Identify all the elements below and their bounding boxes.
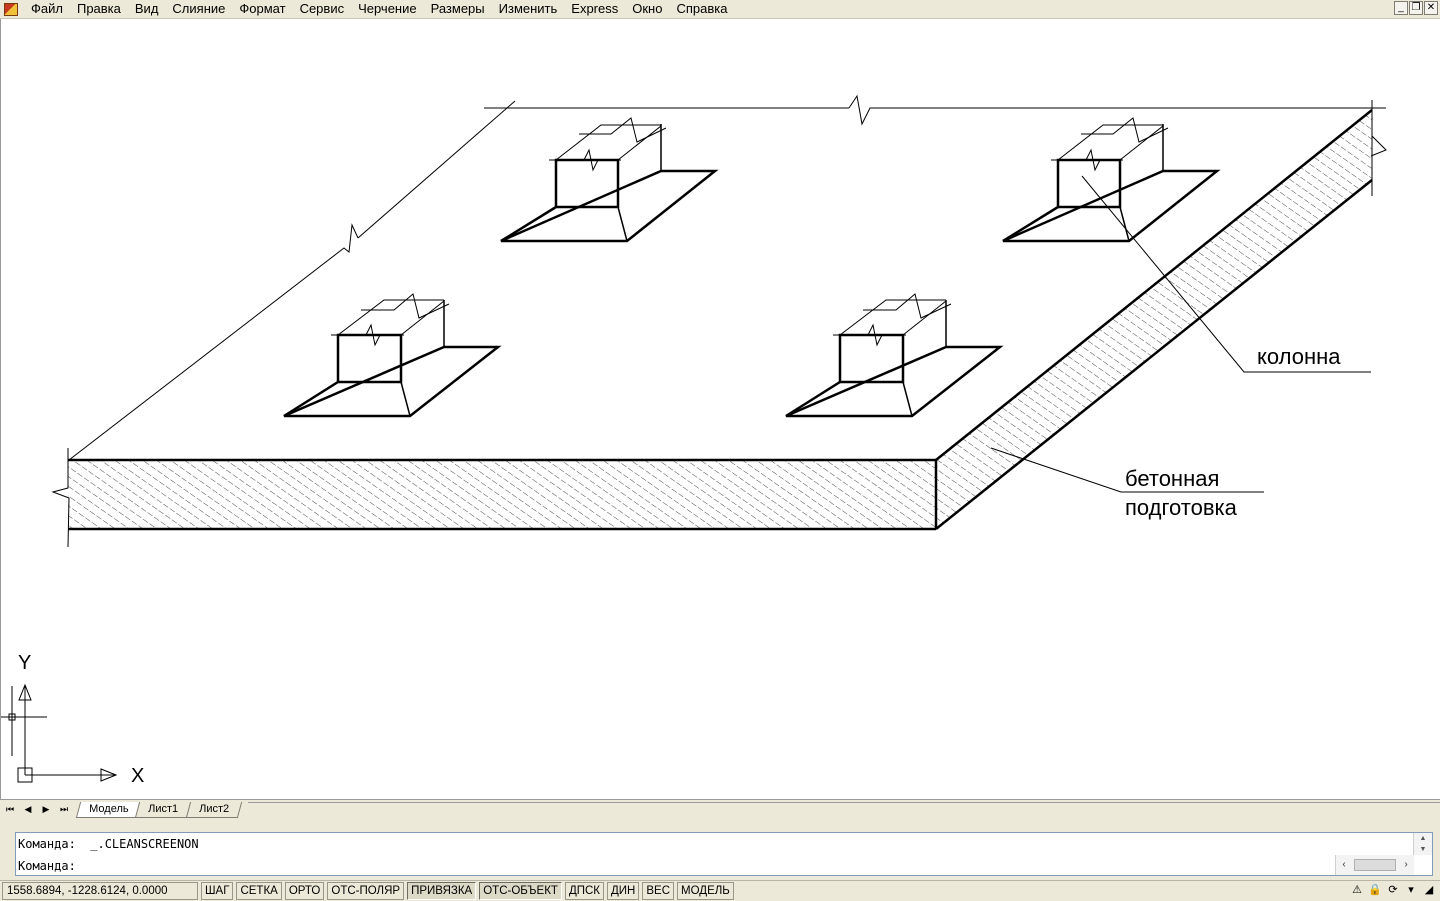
ucs-x-label: X — [131, 765, 145, 787]
toggle-model[interactable]: МОДЕЛЬ — [677, 882, 734, 900]
menu-help[interactable]: Справка — [676, 1, 728, 16]
toggle-polar[interactable]: ОТС-ПОЛЯР — [327, 882, 405, 900]
prev-tab-icon[interactable]: ◀ — [24, 804, 32, 814]
column-footing-front-right — [785, 293, 1004, 418]
menu-window[interactable]: Окно — [632, 1, 663, 16]
menu-draw[interactable]: Черчение — [358, 1, 417, 16]
tab-sheet2[interactable]: Лист2 — [185, 801, 242, 818]
window-controls: _ ❐ ✕ — [1394, 1, 1438, 15]
last-tab-icon[interactable]: ⏭ — [59, 804, 69, 814]
tab-sheet1[interactable]: Лист1 — [135, 801, 192, 818]
next-tab-icon[interactable]: ▶ — [42, 804, 50, 814]
autocad-app-icon[interactable] — [4, 2, 18, 16]
command-prompt-input[interactable]: Команда: — [18, 859, 76, 873]
tray-settings-icon[interactable]: ⟳ — [1388, 884, 1398, 896]
status-tray: ⚠ 🔒 ⟳ ▾ ◢ — [1350, 883, 1436, 897]
menu-dimension[interactable]: Размеры — [430, 1, 485, 16]
first-tab-icon[interactable]: ⏮ — [5, 804, 15, 814]
column-footing-front-left — [283, 293, 502, 418]
column-footing-back-right — [1002, 117, 1221, 243]
label-column: колонна — [1257, 344, 1341, 369]
toggle-grid[interactable]: СЕТКА — [236, 882, 282, 900]
corner-icon: ◢ — [1424, 884, 1434, 896]
scroll-up-icon[interactable]: ▲ — [1419, 835, 1427, 842]
ucs-y-label: Y — [18, 652, 32, 674]
label-concrete-line1: бетонная — [1125, 466, 1220, 491]
column-footing-back-left — [500, 117, 719, 243]
drawing-canvas[interactable]: колонна бетонная подготовка Y X — [0, 19, 1440, 799]
menu-express[interactable]: Express — [571, 1, 619, 16]
menu-view[interactable]: Вид — [134, 1, 159, 16]
clean-screen-icon[interactable]: ▾ — [1408, 884, 1414, 896]
command-lines: Команда: _.CLEANSCREENON Команда: ▲ ▼ ‹ … — [15, 832, 1433, 876]
toggle-ortho[interactable]: ОРТО — [284, 882, 325, 900]
toggle-osnap[interactable]: ПРИВЯЗКА — [407, 882, 477, 900]
minimize-button[interactable]: _ — [1394, 1, 1408, 15]
command-horizontal-scrollbar[interactable]: ‹ › — [1335, 855, 1414, 875]
scroll-thumb[interactable] — [1354, 859, 1396, 871]
restore-button[interactable]: ❐ — [1409, 1, 1423, 15]
coordinates-readout[interactable]: 1558.6894, -1228.6124, 0.0000 — [2, 882, 198, 900]
communication-icon[interactable]: ⚠ — [1352, 884, 1362, 896]
menu-bar: Файл Правка Вид Слияние Формат Сервис Че… — [0, 0, 1440, 19]
scroll-left-icon[interactable]: ‹ — [1342, 859, 1346, 870]
toggle-ducs[interactable]: ДПСК — [564, 882, 604, 900]
tab-bar-fill — [247, 802, 1440, 817]
toggle-otrack[interactable]: ОТС-ОБЪЕКТ — [479, 882, 562, 900]
layout-tab-bar: ⏮ ◀ ▶ ⏭ Модель Лист1 Лист2 — [0, 799, 1440, 819]
menu-tools[interactable]: Сервис — [299, 1, 345, 16]
status-bar: 1558.6894, -1228.6124, 0.0000 ШАГ СЕТКА … — [0, 880, 1440, 901]
close-button[interactable]: ✕ — [1424, 1, 1438, 15]
command-history-line: Команда: _.CLEANSCREENON — [18, 837, 199, 851]
toggle-snap[interactable]: ШАГ — [201, 882, 234, 900]
menu-file[interactable]: Файл — [31, 1, 63, 16]
menu-merge[interactable]: Слияние — [172, 1, 226, 16]
label-concrete-line2: подготовка — [1125, 495, 1237, 520]
drawing-svg — [1, 94, 1387, 783]
tab-model[interactable]: Модель — [75, 801, 142, 818]
menu-format[interactable]: Формат — [239, 1, 286, 16]
menu-edit[interactable]: Правка — [76, 1, 121, 16]
menu-modify[interactable]: Изменить — [498, 1, 558, 16]
scroll-down-icon[interactable]: ▼ — [1419, 846, 1427, 853]
leader-lines — [990, 175, 1371, 493]
toggle-dyn[interactable]: ДИН — [607, 882, 640, 900]
slab-front-face — [51, 448, 936, 548]
scroll-right-icon[interactable]: › — [1404, 859, 1408, 870]
lock-icon[interactable]: 🔒 — [1368, 884, 1382, 896]
command-window: Команда: _.CLEANSCREENON Команда: ▲ ▼ ‹ … — [0, 818, 1440, 880]
ucs-icon — [1, 683, 118, 783]
slab-side-face — [934, 109, 1387, 530]
command-vertical-scrollbar[interactable]: ▲ ▼ — [1413, 833, 1432, 855]
toggle-lineweight[interactable]: ВЕС — [642, 882, 675, 900]
